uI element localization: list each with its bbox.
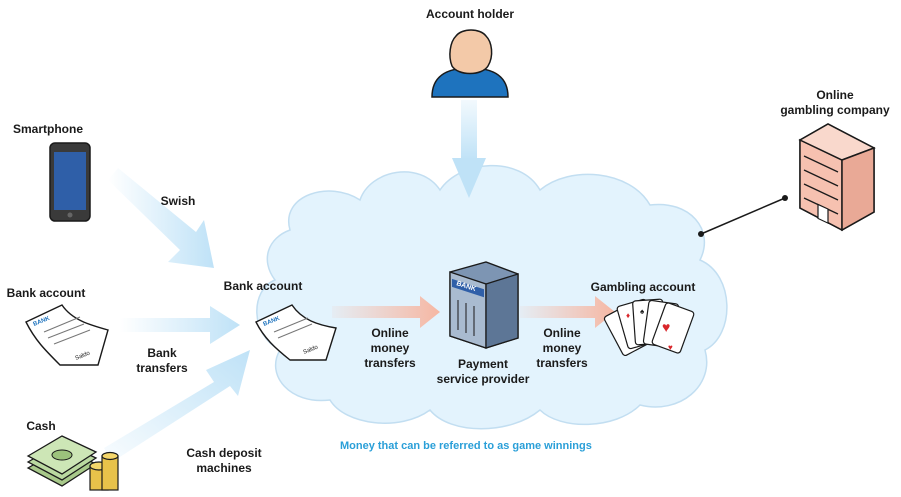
office-building-icon (798, 123, 876, 232)
arrow-cash-deposit (104, 350, 250, 462)
bank-statement-icon: BANK Saldo (255, 304, 337, 361)
label-bank-account-center: Bank account (223, 279, 303, 293)
label-line: Cash deposit (186, 446, 262, 460)
label-line: Online (816, 88, 854, 102)
label-bank-account-source: Bank account (6, 286, 86, 300)
playing-cards-icon: ♥ ♦ ♠ ♥ (603, 298, 695, 357)
label-line: service provider (436, 372, 530, 386)
svg-text:♥: ♥ (668, 343, 673, 352)
smartphone-icon (49, 142, 91, 222)
statement-footer-text: Saldo (75, 350, 92, 362)
arrow-bank-transfers (120, 306, 240, 344)
label-line: transfers (136, 361, 188, 375)
label-cash: Cash (26, 419, 56, 433)
label-line: gambling company (780, 103, 890, 117)
label-line: transfers (536, 356, 588, 370)
label-payment-service-provider: Payment service provider (428, 357, 538, 387)
label-line: Payment (457, 357, 509, 371)
label-line: money (542, 341, 582, 355)
bank-building-icon: BANK (449, 261, 519, 349)
svg-text:♥: ♥ (662, 319, 670, 335)
label-cash-deposit-machines: Cash deposit machines (176, 446, 272, 476)
label-line: transfers (364, 356, 416, 370)
cash-stack-icon (26, 435, 119, 491)
statement-footer-text: Saldo (303, 344, 320, 356)
arrow-provider-to-gambling (520, 296, 615, 328)
label-swish: Swish (160, 194, 196, 208)
arrow-smartphone-to-bank (108, 168, 214, 268)
label-line: money (370, 341, 410, 355)
person-icon (431, 29, 509, 98)
svg-text:♦: ♦ (626, 311, 630, 320)
caption-game-winnings: Money that can be referred to as game wi… (340, 440, 592, 452)
label-line: Bank (147, 346, 177, 360)
arrow-account-holder-to-cloud (452, 100, 486, 198)
bank-statement-icon: BANK Saldo (25, 304, 109, 366)
label-online-gambling-company: Online gambling company (770, 88, 900, 118)
label-account-holder: Account holder (425, 7, 514, 21)
label-bank-transfers: Bank transfers (130, 346, 194, 376)
coins (89, 451, 119, 491)
label-online-transfers-1: Online money transfers (358, 326, 422, 371)
arrow-bank-to-provider (332, 296, 440, 328)
company-connector-line (698, 195, 788, 237)
label-smartphone: Smartphone (12, 122, 83, 136)
label-line: Online (371, 326, 409, 340)
label-gambling-account: Gambling account (590, 280, 696, 294)
label-line: machines (196, 461, 252, 475)
svg-text:♠: ♠ (640, 307, 645, 316)
label-line: Online (543, 326, 581, 340)
label-online-transfers-2: Online money transfers (530, 326, 594, 371)
